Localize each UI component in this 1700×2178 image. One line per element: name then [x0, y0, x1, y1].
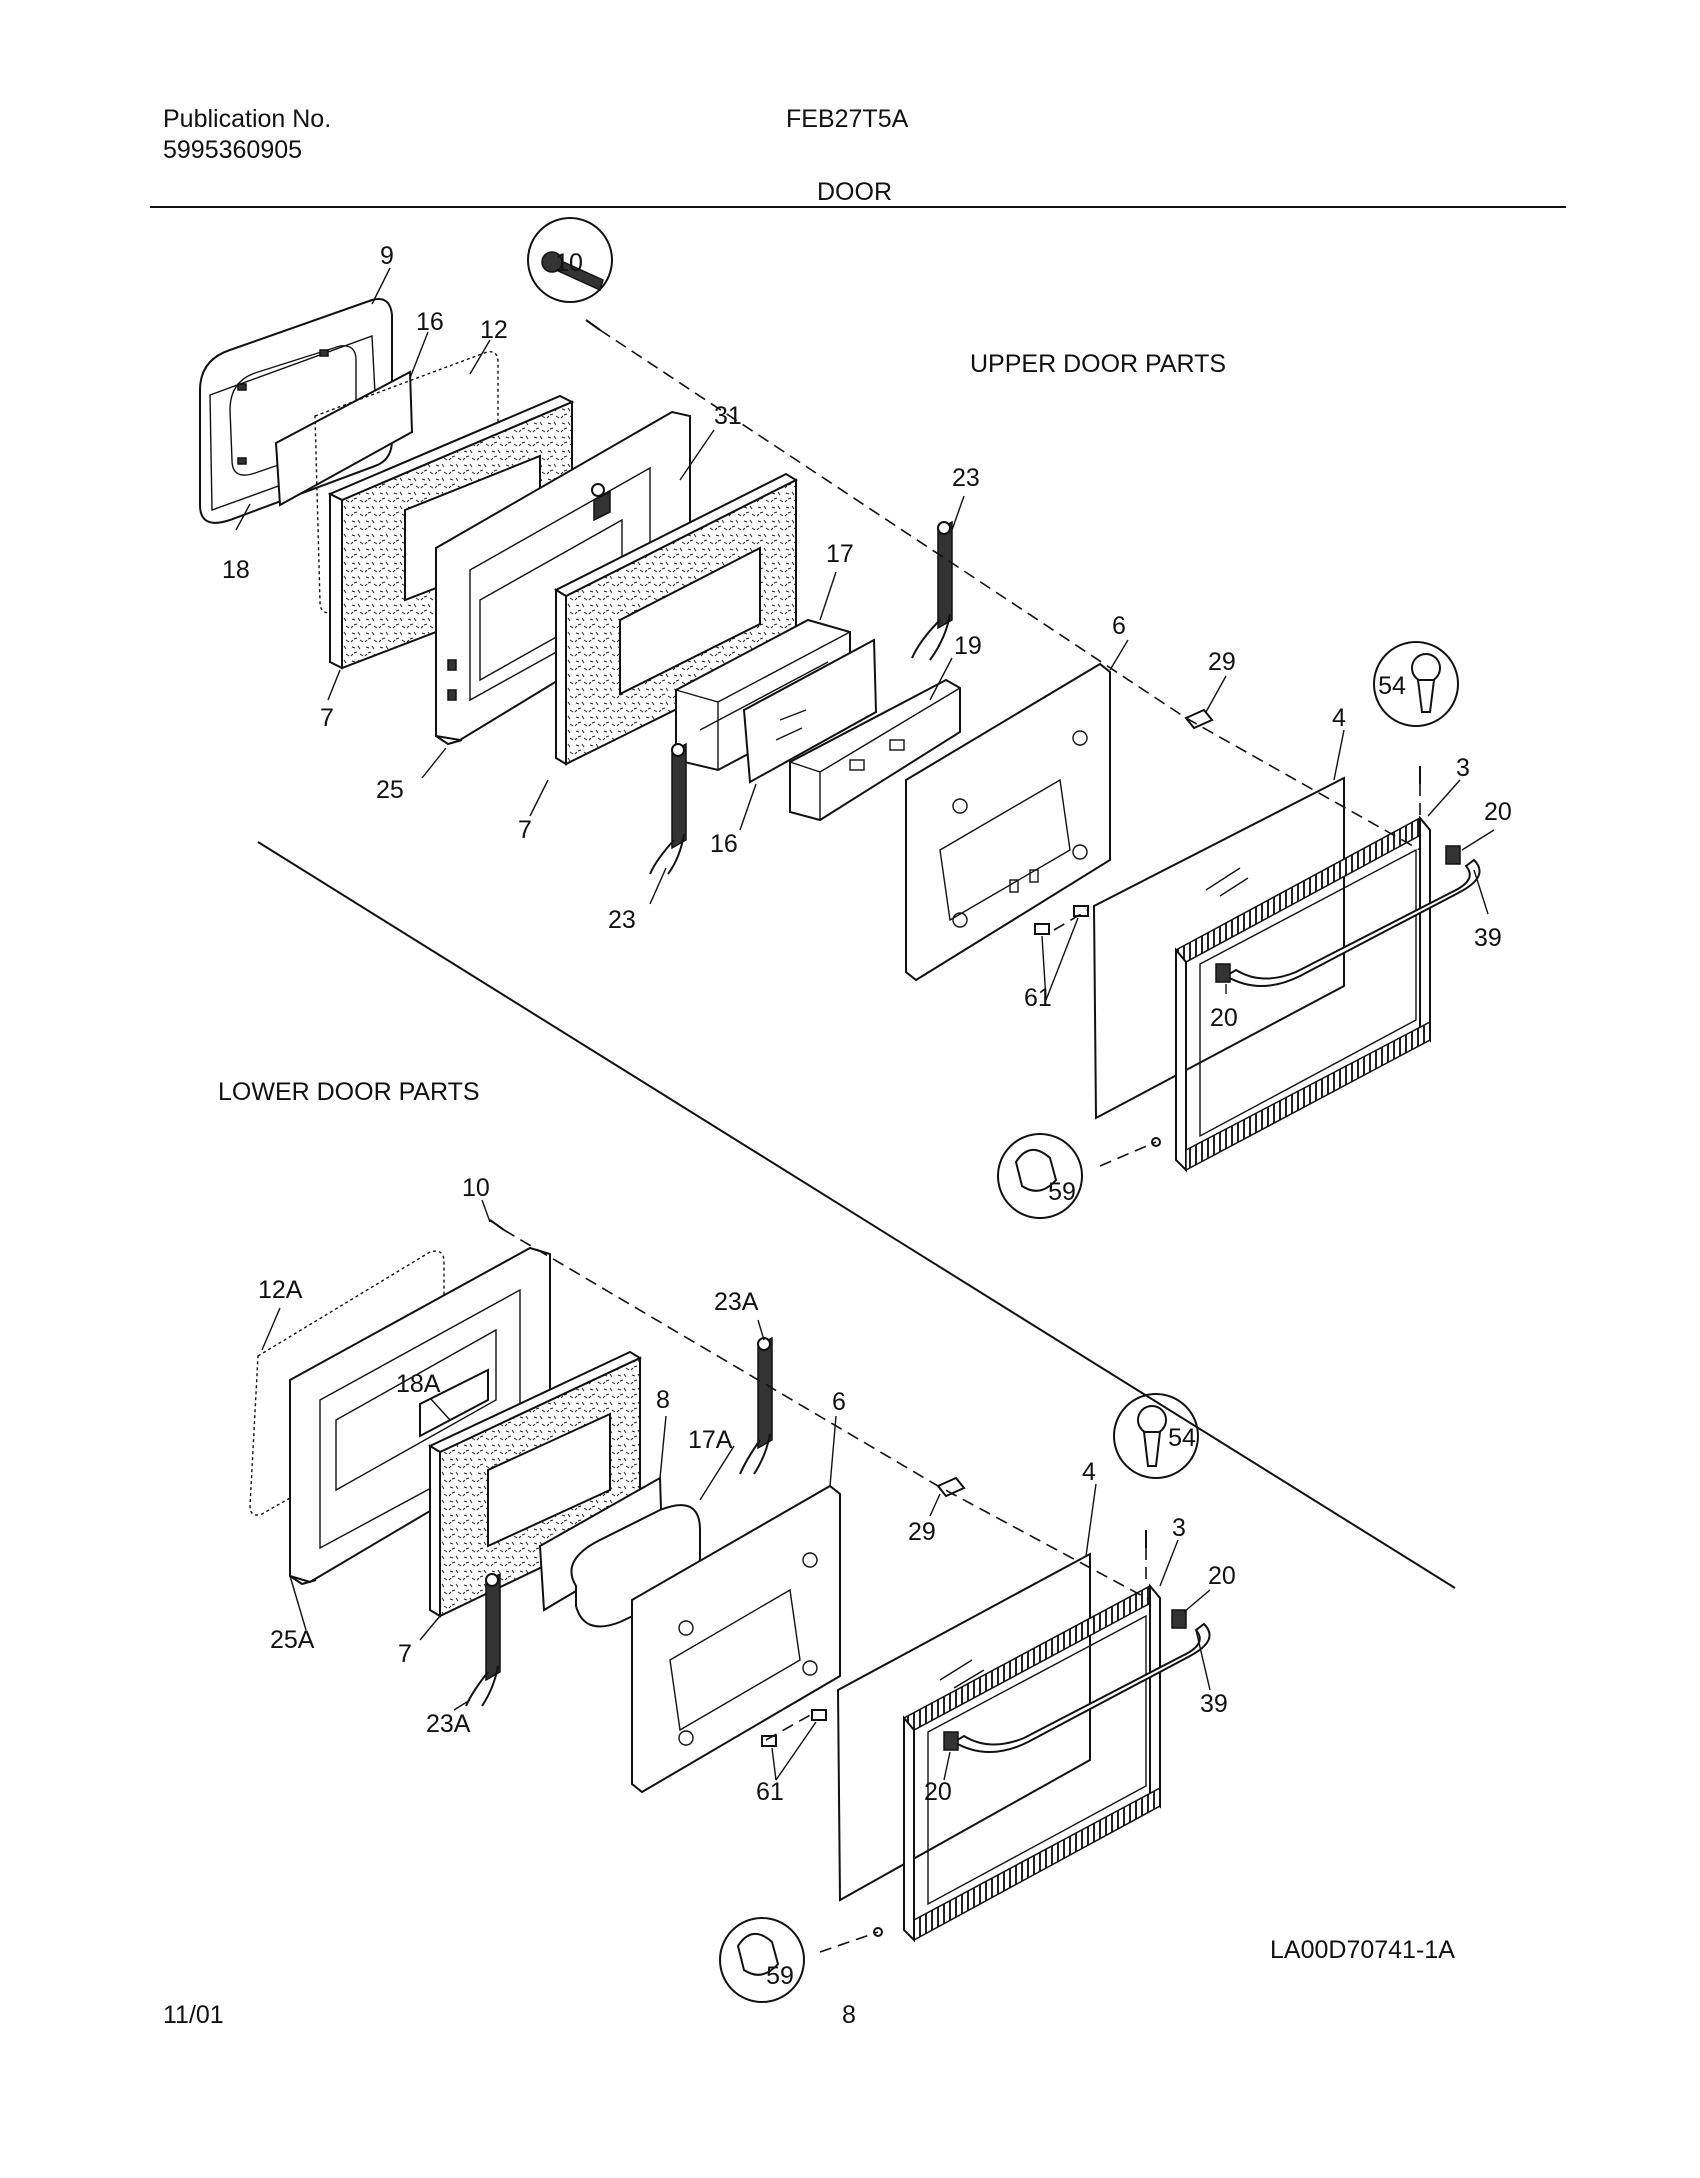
callout: 3 [1456, 754, 1470, 782]
detail-bubble-screw-54-lower [1113, 1393, 1199, 1479]
detail-bubble-screw-10 [527, 217, 613, 303]
callout: 12A [258, 1276, 303, 1304]
callout: 18 [222, 556, 250, 584]
lower-section-label: LOWER DOOR PARTS [218, 1078, 480, 1106]
callout: 10 [462, 1174, 490, 1202]
callout: 6 [1112, 612, 1126, 640]
callout: 19 [954, 632, 982, 660]
detail-bubble-bumper-59 [997, 1133, 1083, 1219]
part-outer-glass-upper [1092, 776, 1345, 1120]
upper-section-label: UPPER DOOR PARTS [970, 350, 1226, 378]
callout: 17 [826, 540, 854, 568]
part-tab-61a [1034, 923, 1050, 935]
callout: 17A [688, 1426, 733, 1454]
callout: 29 [908, 1518, 936, 1546]
detail-bubble-bumper-59-lower [719, 1917, 805, 2003]
lower-door-assembly [249, 1219, 1211, 2003]
callout: 54 [1378, 672, 1406, 700]
callout: 59 [766, 1962, 794, 1990]
part-inner-panel [905, 662, 1111, 982]
callout: 9 [380, 242, 394, 270]
part-outer-frame-lower [902, 1583, 1162, 1943]
callout: 20 [1484, 798, 1512, 826]
callout: 59 [1048, 1178, 1076, 1206]
callout: 4 [1082, 1458, 1096, 1486]
part-outer-frame-upper [1174, 815, 1432, 1173]
callout-leaders [235, 267, 1495, 1781]
callout: 54 [1168, 1424, 1196, 1452]
callout: 23 [608, 906, 636, 934]
detail-bubble-screw-54 [1373, 641, 1459, 727]
upper-callout-labels: 9 10 16 12 31 18 7 25 7 23 17 19 16 23 6… [222, 242, 1512, 1206]
lower-callout-labels: 10 12A 23A 18A 8 6 17A 29 54 4 3 20 25A … [258, 1174, 1236, 1990]
callout: 4 [1332, 704, 1346, 732]
callout: 23A [426, 1710, 471, 1738]
part-gasket-12a [249, 1250, 445, 1516]
callout: 16 [416, 308, 444, 336]
callout: 6 [832, 1388, 846, 1416]
footer-page-number: 8 [842, 2001, 856, 2029]
publication-number: 5995360905 [163, 136, 303, 164]
callout: 31 [714, 402, 742, 430]
part-hinge-upper-top [911, 520, 953, 661]
callout: 25 [376, 776, 404, 804]
part-tab-61b [1073, 905, 1089, 917]
part-tab-61c [761, 1735, 777, 1747]
callout: 20 [1208, 1562, 1236, 1590]
callout: 23 [952, 464, 980, 492]
callout: 16 [710, 830, 738, 858]
part-outer-glass-lower [836, 1552, 1091, 1902]
callout: 39 [1200, 1690, 1228, 1718]
header-rule [150, 206, 1566, 208]
callout: 8 [656, 1386, 670, 1414]
part-tab-61d [811, 1709, 827, 1721]
callout: 25A [270, 1626, 315, 1654]
callout: 23A [714, 1288, 759, 1316]
callout: 61 [1024, 984, 1052, 1012]
callout: 7 [518, 816, 532, 844]
part-screw-10-lower [489, 1219, 505, 1231]
publication-label: Publication No. [163, 105, 332, 133]
footer-date: 11/01 [163, 2001, 224, 2029]
callout: 29 [1208, 648, 1236, 676]
part-insulation-lower [427, 1350, 643, 1618]
part-handle-upper [1224, 858, 1481, 987]
part-hinge-upper-bottom [649, 742, 687, 875]
part-pin-29 [1184, 708, 1214, 730]
part-end-cap-20a [1215, 963, 1231, 983]
callout: 7 [320, 704, 334, 732]
callout: 61 [756, 1778, 784, 1806]
part-hinge-lower-top [739, 1336, 773, 1475]
callout: 20 [924, 1778, 952, 1806]
callout: 7 [398, 1640, 412, 1668]
part-pin-29-lower [936, 1476, 966, 1498]
part-screw-10-upper [585, 319, 601, 331]
part-upper-glass-16a [274, 370, 414, 507]
callout: 20 [1210, 1004, 1238, 1032]
part-clip-31 [593, 490, 611, 522]
part-end-cap-20b [1445, 845, 1461, 865]
model-number: FEB27T5A [786, 105, 909, 133]
section-divider [257, 841, 1456, 1589]
part-hinge-lower-bottom [465, 1572, 501, 1707]
part-upper-glass-16b [742, 638, 878, 784]
drawing-code: LA00D70741-1A [1270, 1936, 1455, 1964]
part-plate-18a [419, 1368, 489, 1438]
callout: 10 [555, 249, 583, 277]
part-baffle [789, 678, 961, 822]
callout: 12 [480, 316, 508, 344]
part-end-cap-20d [1171, 1609, 1187, 1629]
upper-door-assembly [199, 217, 1481, 1219]
callout: 18A [396, 1370, 441, 1398]
part-end-cap-20c [943, 1731, 959, 1751]
callout: 39 [1474, 924, 1502, 952]
section-title: DOOR [817, 178, 892, 206]
callout: 3 [1172, 1514, 1186, 1542]
